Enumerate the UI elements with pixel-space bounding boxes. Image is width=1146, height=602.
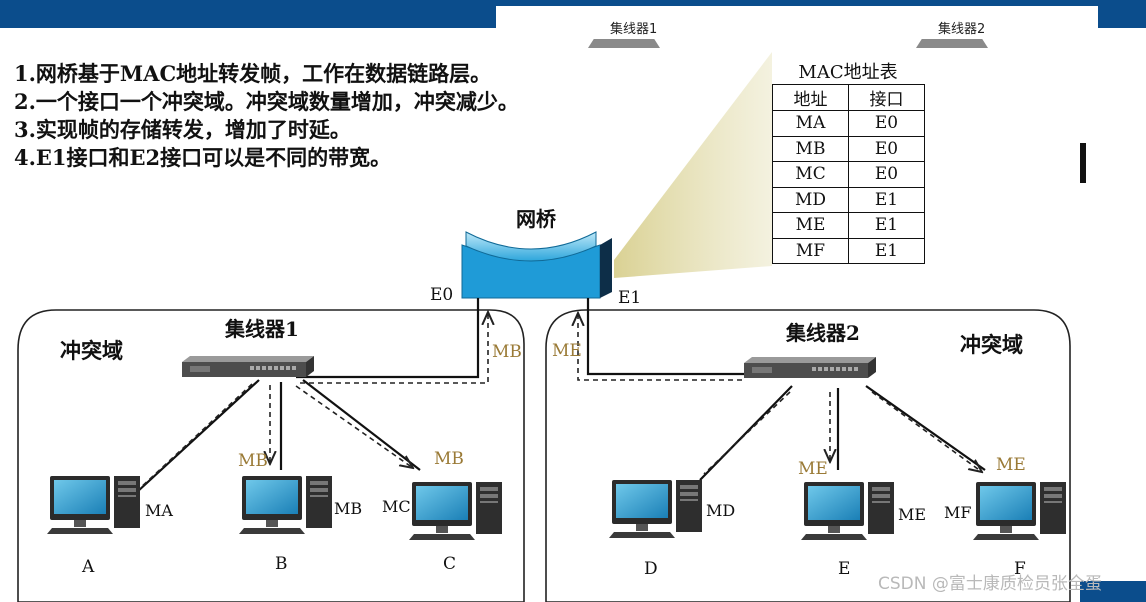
- hub2-icon: [744, 357, 876, 378]
- mac-table-header-address: 地址: [772, 84, 849, 111]
- bridge-device: [461, 231, 612, 299]
- hub2-tab-icon: [916, 39, 988, 48]
- hub1-tab-icon: [588, 39, 660, 48]
- frame-path-a: [137, 383, 253, 491]
- port-e1-label: E1: [618, 288, 641, 308]
- frame-label-me-f: ME: [996, 455, 1026, 475]
- computer-f-icon: [973, 482, 1066, 540]
- hub2-label: 集线器2: [785, 321, 860, 345]
- header-bar: [0, 0, 1146, 6]
- frame-path-d: [703, 391, 791, 475]
- frame-path-c: [295, 385, 413, 468]
- mac-address-cell: MC: [772, 161, 849, 188]
- computer-b-icon: [239, 476, 332, 534]
- note-1: 1.网桥基于MAC地址转发帧，工作在数据链路层。: [14, 61, 492, 86]
- cable-hub2-d: [699, 385, 793, 481]
- collision-domain-right-title: 冲突域: [960, 332, 1023, 357]
- host-c-mac: MC: [382, 497, 411, 516]
- mac-table-header-row: 地址 接口: [772, 84, 925, 111]
- frame-label-me-e: ME: [798, 459, 828, 479]
- header-bar-right: [1098, 0, 1146, 28]
- header-bar-left: [0, 0, 496, 28]
- mac-table-beam: [614, 52, 772, 278]
- mac-address-cell: MA: [772, 110, 849, 137]
- note-2: 2.一个接口一个冲突域。冲突域数量增加，冲突减少。: [14, 89, 519, 114]
- host-b-mac: MB: [334, 499, 362, 518]
- host-c-name: C: [443, 554, 456, 574]
- port-cell: E0: [848, 161, 925, 188]
- frame-label-mb-b: MB: [238, 451, 268, 471]
- port-cell: E0: [848, 135, 925, 162]
- frame-path-bridge-left: [300, 312, 488, 384]
- cable-hub1-a: [136, 379, 260, 493]
- host-e-name: E: [838, 559, 850, 579]
- host-b-name: B: [275, 554, 288, 574]
- note-3: 3.实现帧的存储转发，增加了时延。: [14, 117, 351, 142]
- frame-label-mb-bridge: MB: [492, 342, 522, 362]
- footer-corner: [1080, 581, 1146, 602]
- frame-path-bridge-right: [578, 313, 742, 381]
- collision-domain-left-title: 冲突域: [60, 338, 123, 363]
- cable-hub2-f: [865, 385, 986, 471]
- port-cell: E0: [848, 110, 925, 137]
- mac-table-header-port: 接口: [848, 84, 925, 111]
- host-a-mac: MA: [145, 501, 173, 520]
- host-f-name: F: [1014, 559, 1026, 579]
- collision-domain-right: [545, 309, 1071, 602]
- port-cell: E1: [848, 237, 925, 264]
- header-panel: 集线器1 集线器2: [496, 6, 1098, 42]
- host-f-mac: MF: [944, 503, 971, 522]
- computer-c-icon: [409, 482, 502, 540]
- hub1-label: 集线器1: [224, 317, 299, 341]
- hub1-icon: [182, 356, 314, 377]
- port-e0-label: E0: [430, 285, 453, 305]
- hub2-tab-label: 集线器2: [938, 22, 986, 37]
- frame-path-f: [871, 391, 982, 472]
- host-d-mac: MD: [706, 501, 735, 520]
- notes-list: 1.网桥基于MAC地址转发帧，工作在数据链路层。 2.一个接口一个冲突域。冲突域…: [14, 60, 519, 172]
- frame-label-mb-c: MB: [434, 449, 464, 469]
- mac-address-cell: ME: [772, 212, 849, 239]
- cable-bridge-hub2: [586, 298, 746, 376]
- mac-table-title: MAC地址表: [798, 62, 898, 83]
- computer-d-icon: [609, 480, 702, 538]
- scroll-marker: [1080, 143, 1086, 183]
- collision-domain-left: [17, 309, 525, 602]
- port-cell: E1: [848, 186, 925, 213]
- port-cell: E1: [848, 212, 925, 239]
- computer-a-icon: [47, 476, 140, 534]
- mac-address-cell: MF: [772, 237, 849, 264]
- hub1-tab-label: 集线器1: [610, 22, 658, 37]
- cable-hub1-c: [302, 379, 421, 471]
- mac-address-cell: MB: [772, 135, 849, 162]
- computer-e-icon: [801, 482, 894, 540]
- watermark: CSDN @富士康质检员张全蛋: [878, 574, 1102, 594]
- note-4: 4.E1接口和E2接口可以是不同的带宽。: [14, 145, 392, 170]
- host-e-mac: ME: [898, 505, 926, 524]
- host-d-name: D: [644, 559, 658, 579]
- frame-label-me-bridge: ME: [552, 341, 582, 361]
- mac-address-cell: MD: [772, 186, 849, 213]
- cable-hub1-bridge: [296, 298, 480, 379]
- host-a-name: A: [81, 557, 95, 577]
- bridge-label: 网桥: [516, 207, 557, 231]
